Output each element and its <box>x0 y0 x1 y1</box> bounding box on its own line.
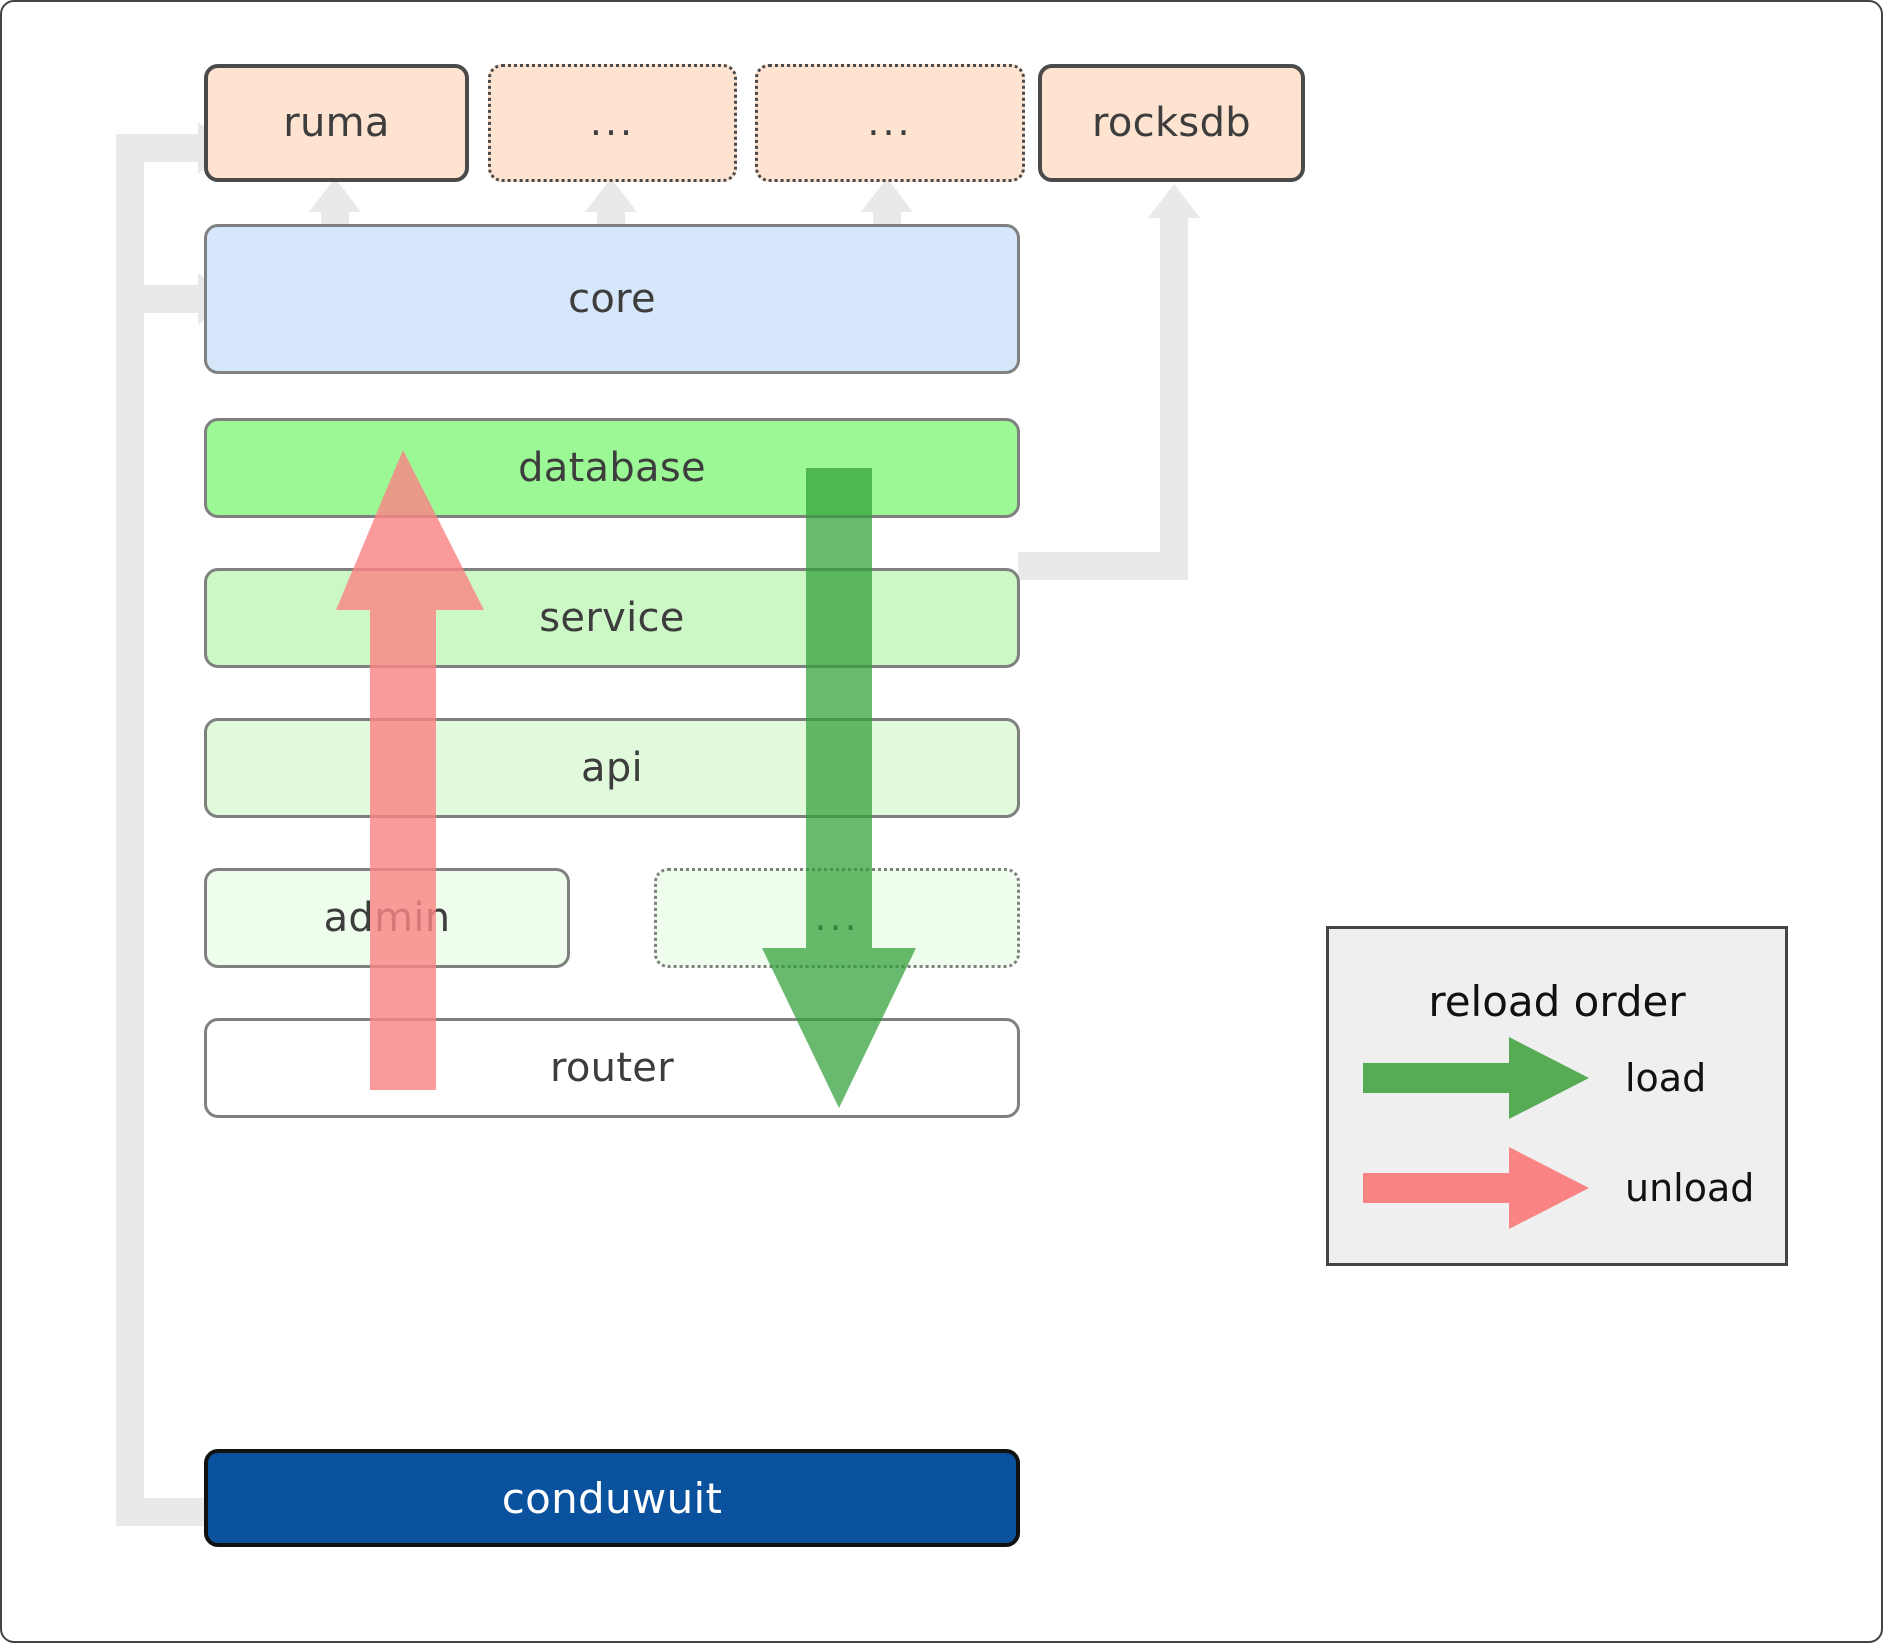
crate-label-placeholder-2: ... <box>867 100 913 145</box>
connector-left-to-core-horizontal <box>116 285 204 313</box>
layer-box-database[interactable]: database <box>204 418 1020 518</box>
legend-load-arrow-icon <box>1363 1037 1589 1119</box>
legend-title: reload order <box>1428 977 1686 1026</box>
legend-row-load: load <box>1363 1037 1706 1119</box>
crate-box-placeholder-1[interactable]: ... <box>488 64 737 182</box>
binary-box-conduwuit[interactable]: conduwuit <box>204 1449 1020 1547</box>
connector-database-to-rocksdb-vertical <box>1160 218 1188 580</box>
layer-box-core[interactable]: core <box>204 224 1020 374</box>
layer-label-router: router <box>550 1045 674 1091</box>
crate-label-rocksdb: rocksdb <box>1092 100 1251 146</box>
legend-label-unload: unload <box>1625 1166 1755 1210</box>
crate-label-ruma: ruma <box>283 100 390 146</box>
legend-panel: reload order load unload <box>1326 926 1788 1266</box>
load-flow-arrow <box>762 468 916 1108</box>
legend-label-load: load <box>1625 1056 1707 1100</box>
connector-left-vertical-rail <box>116 134 144 1526</box>
connector-database-to-rocksdb-horizontal <box>1018 552 1188 580</box>
layer-label-service: service <box>539 595 685 641</box>
binary-label-conduwuit: conduwuit <box>501 1473 723 1523</box>
connector-arrowhead-crate-1 <box>309 178 361 212</box>
layer-label-core: core <box>568 276 656 322</box>
legend-row-unload: unload <box>1363 1147 1754 1229</box>
crate-box-rocksdb[interactable]: rocksdb <box>1038 64 1305 182</box>
connector-arrowhead-crate-3 <box>861 178 913 212</box>
connector-left-to-ruma-horizontal <box>116 134 204 162</box>
layer-box-router[interactable]: router <box>204 1018 1020 1118</box>
layer-box-api[interactable]: api <box>204 718 1020 818</box>
layer-label-database: database <box>518 445 706 491</box>
layer-label-api: api <box>581 745 643 791</box>
connector-arrowhead-rocksdb <box>1148 184 1200 218</box>
crate-box-placeholder-2[interactable]: ... <box>755 64 1025 182</box>
legend-unload-arrow-icon <box>1363 1147 1589 1229</box>
unload-flow-arrow <box>336 450 484 1090</box>
crate-box-ruma[interactable]: ruma <box>204 64 469 182</box>
crate-label-placeholder-1: ... <box>589 100 636 145</box>
connector-arrowhead-crate-2 <box>585 178 637 212</box>
layer-box-service[interactable]: service <box>204 568 1020 668</box>
